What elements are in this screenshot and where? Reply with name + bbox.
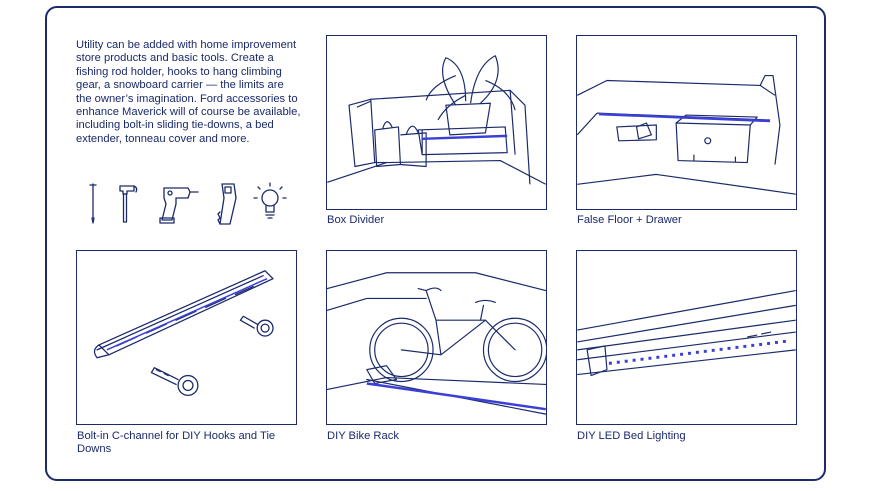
caption-led-lighting: DIY LED Bed Lighting	[577, 430, 686, 442]
c-channel-illustration	[93, 270, 274, 396]
panel-bike-rack	[326, 250, 547, 425]
intro-paragraph: Utility can be added with home improveme…	[76, 39, 301, 145]
panel-c-channel	[76, 250, 297, 425]
panel-false-floor-drawer	[576, 35, 797, 210]
caption-box-divider: Box Divider	[327, 214, 385, 226]
lightbulb-icon	[253, 182, 287, 219]
false-floor-drawer-illustration	[577, 74, 796, 195]
box-divider-illustration	[327, 55, 546, 185]
bike-rack-illustration	[327, 272, 546, 415]
hammer-icon	[119, 185, 138, 223]
saw-icon	[217, 183, 237, 225]
led-lighting-illustration	[577, 289, 796, 377]
caption-false-floor-drawer: False Floor + Drawer	[577, 214, 682, 226]
outer-frame	[45, 6, 826, 481]
drill-icon	[159, 187, 199, 224]
caption-c-channel: Bolt-in C-channel for DIY Hooks and Tie …	[77, 430, 276, 455]
panel-box-divider	[326, 35, 547, 210]
tool-icons-row	[89, 182, 287, 225]
caption-bike-rack: DIY Bike Rack	[327, 430, 399, 442]
nail-icon	[89, 183, 97, 224]
panel-led-lighting	[576, 250, 797, 425]
